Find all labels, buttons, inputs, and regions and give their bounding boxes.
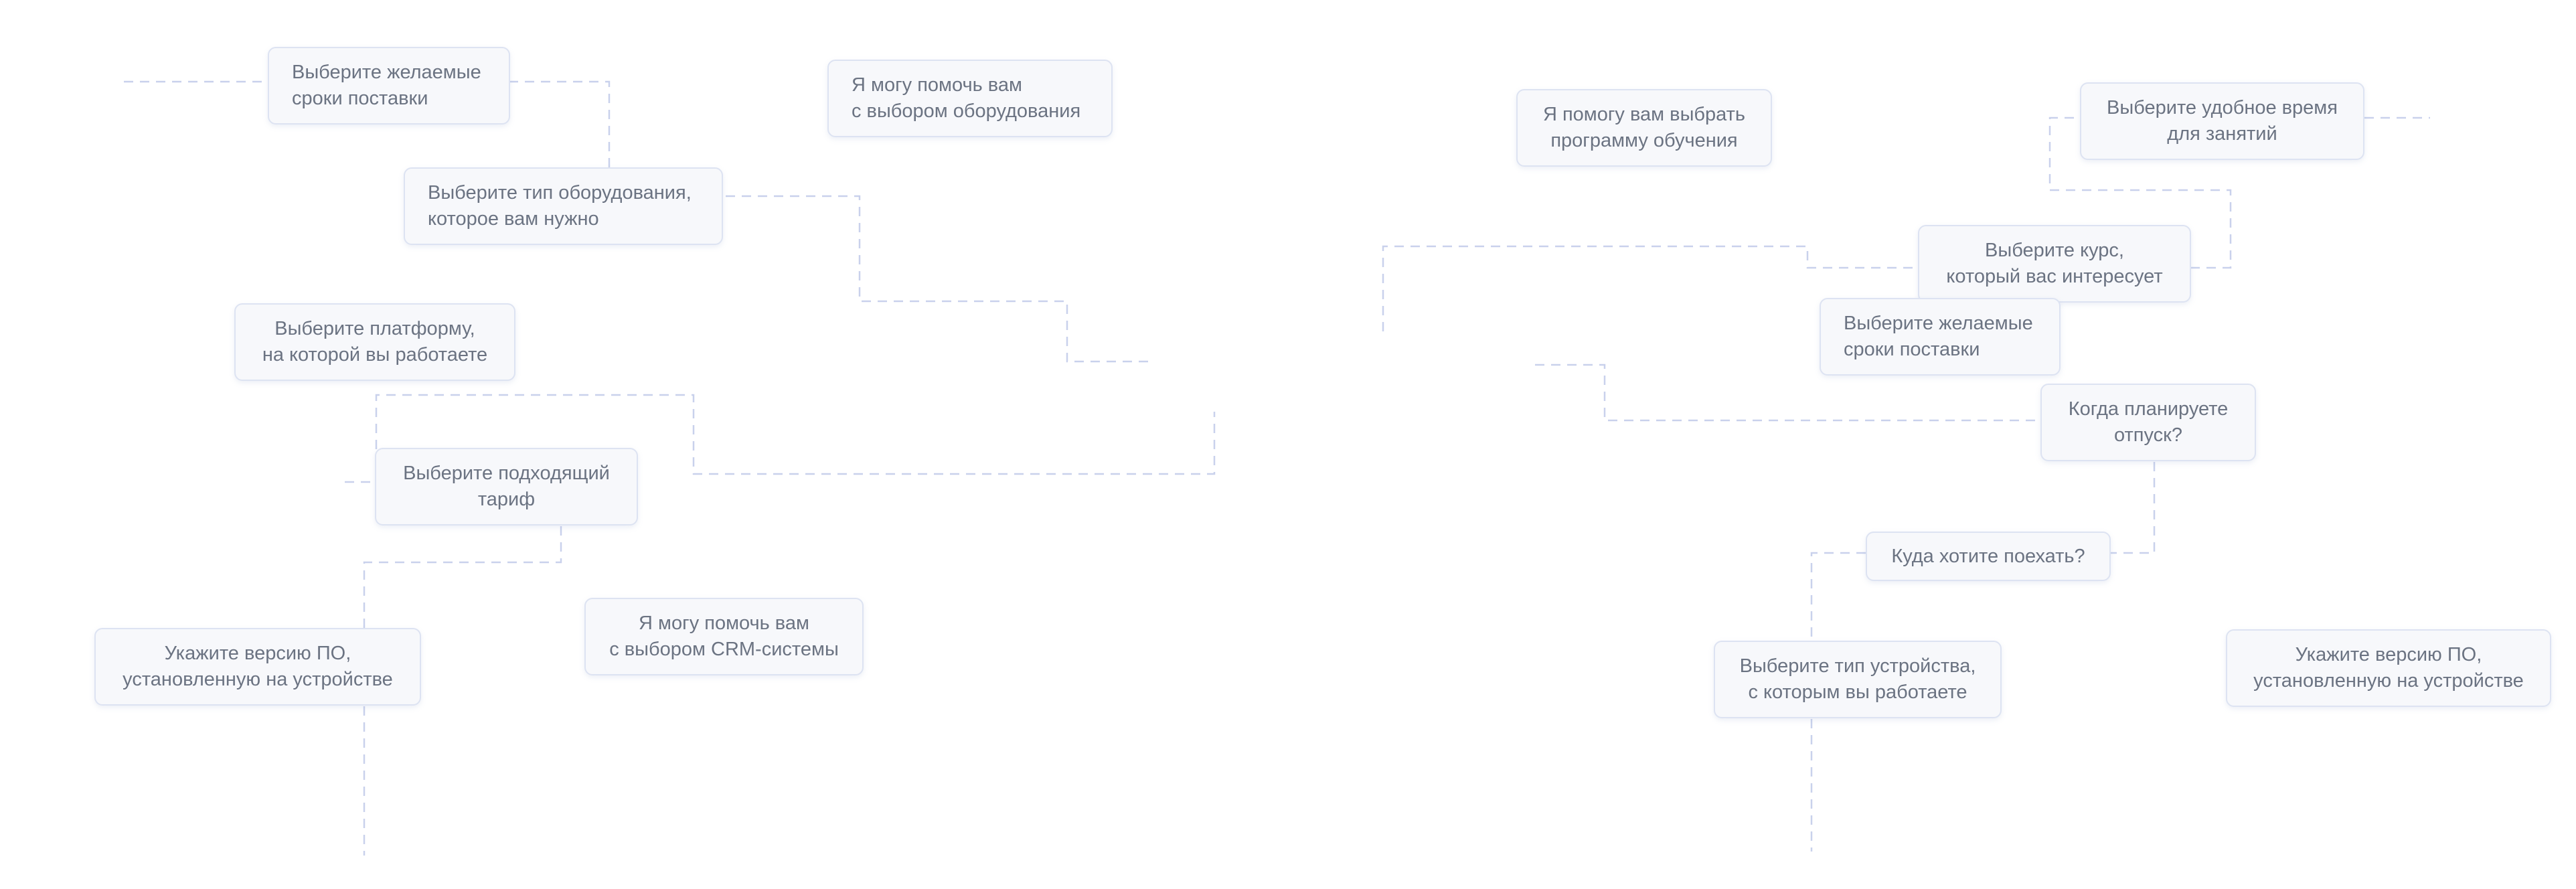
bubble-class-time: Выберите удобное время для занятий	[2080, 82, 2364, 160]
connector-line	[726, 195, 1155, 363]
connector-line	[1535, 363, 2040, 422]
connector-line	[2048, 116, 2232, 269]
connector-line	[1810, 552, 1866, 641]
bubble-delivery-dates-2: Выберите желаемые сроки поставки	[1820, 298, 2061, 376]
connector-line	[1382, 245, 1918, 331]
connector-line	[363, 526, 562, 628]
bubble-platform: Выберите платформу, на которой вы работа…	[234, 303, 515, 381]
connector-line	[2111, 462, 2156, 554]
connector-line	[345, 394, 1216, 483]
bubble-vacation-plan: Когда планируете отпуск?	[2040, 384, 2256, 461]
bubble-delivery-dates: Выберите желаемые сроки поставки	[268, 47, 510, 125]
bubble-course-choice: Выберите курс, который вас интересует	[1918, 225, 2191, 303]
bubble-crm-help: Я могу помочь вам с выбором CRM-системы	[584, 598, 864, 675]
bubble-software-version-2: Укажите версию ПО, установленную на устр…	[2226, 629, 2551, 707]
bubble-tariff: Выберите подходящий тариф	[375, 448, 638, 526]
bubble-equipment-help: Я могу помочь вам с выбором оборудования	[827, 60, 1113, 137]
connector-line	[509, 80, 611, 167]
bubble-equipment-type: Выберите тип оборудования, которое вам н…	[404, 167, 723, 245]
bubble-destination: Куда хотите поехать?	[1866, 532, 2111, 581]
bubble-device-type: Выберите тип устройства, с которым вы ра…	[1714, 641, 2002, 718]
bubble-software-version: Укажите версию ПО, установленную на устр…	[94, 628, 421, 706]
bubble-training-program: Я помогу вам выбрать программу обучения	[1516, 89, 1772, 167]
